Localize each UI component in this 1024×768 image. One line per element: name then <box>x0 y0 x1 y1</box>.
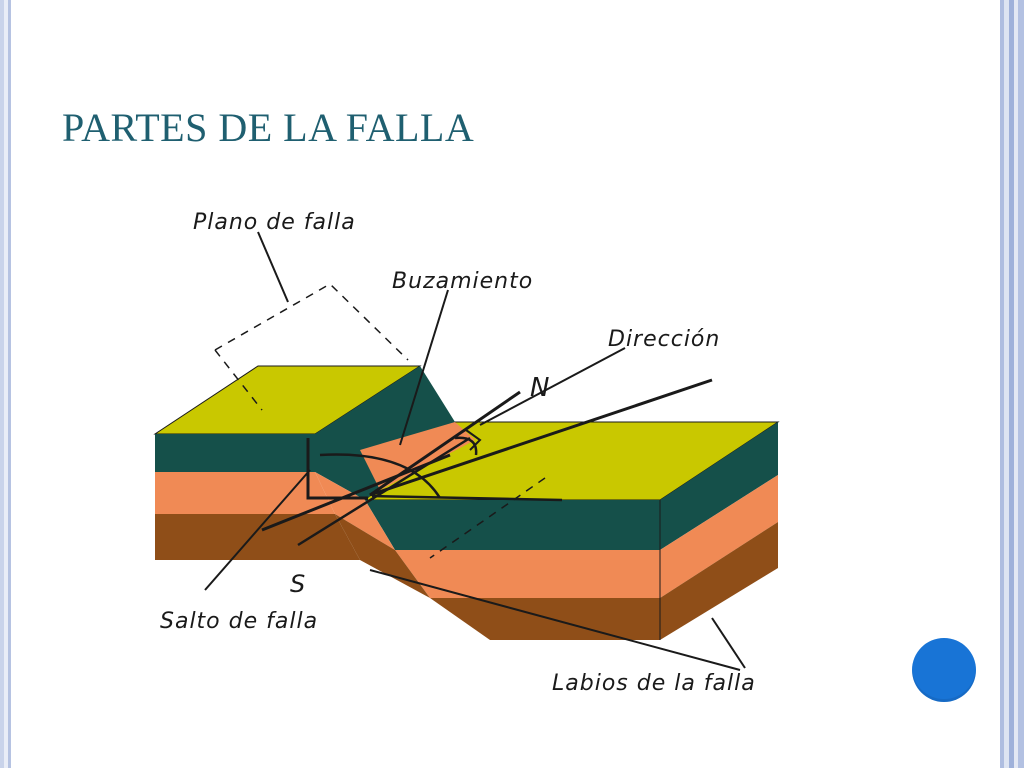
fault-plane-outline <box>214 283 409 361</box>
label-s: S <box>290 570 306 598</box>
right-front-brown <box>430 598 660 640</box>
slide-left-border <box>0 0 14 768</box>
right-front-salmon <box>395 550 660 598</box>
right-side-teal <box>660 422 778 550</box>
right-front-teal <box>365 500 660 550</box>
label-plano-de-falla: Plano de falla <box>193 210 356 235</box>
left-front-brown <box>155 514 360 560</box>
scarp-salmon-upper <box>360 422 475 490</box>
right-side-brown <box>660 522 778 640</box>
label-direccion: Dirección <box>608 327 720 352</box>
scarp-teal <box>315 366 455 500</box>
slide-right-border <box>974 0 1024 768</box>
left-front-teal <box>155 434 315 472</box>
label-labios-de-la-falla: Labios de la falla <box>552 671 756 696</box>
right-side-salmon <box>660 475 778 598</box>
scarp-brown <box>335 514 430 598</box>
slide-title: PARTES DE LA FALLA <box>62 105 475 150</box>
left-front-salmon <box>155 472 335 514</box>
label-norte: N <box>530 373 550 403</box>
label-buzamiento: Buzamiento <box>392 269 533 294</box>
slide-nav-circle[interactable] <box>912 638 976 702</box>
label-salto-de-falla: Salto de falla <box>160 609 318 634</box>
